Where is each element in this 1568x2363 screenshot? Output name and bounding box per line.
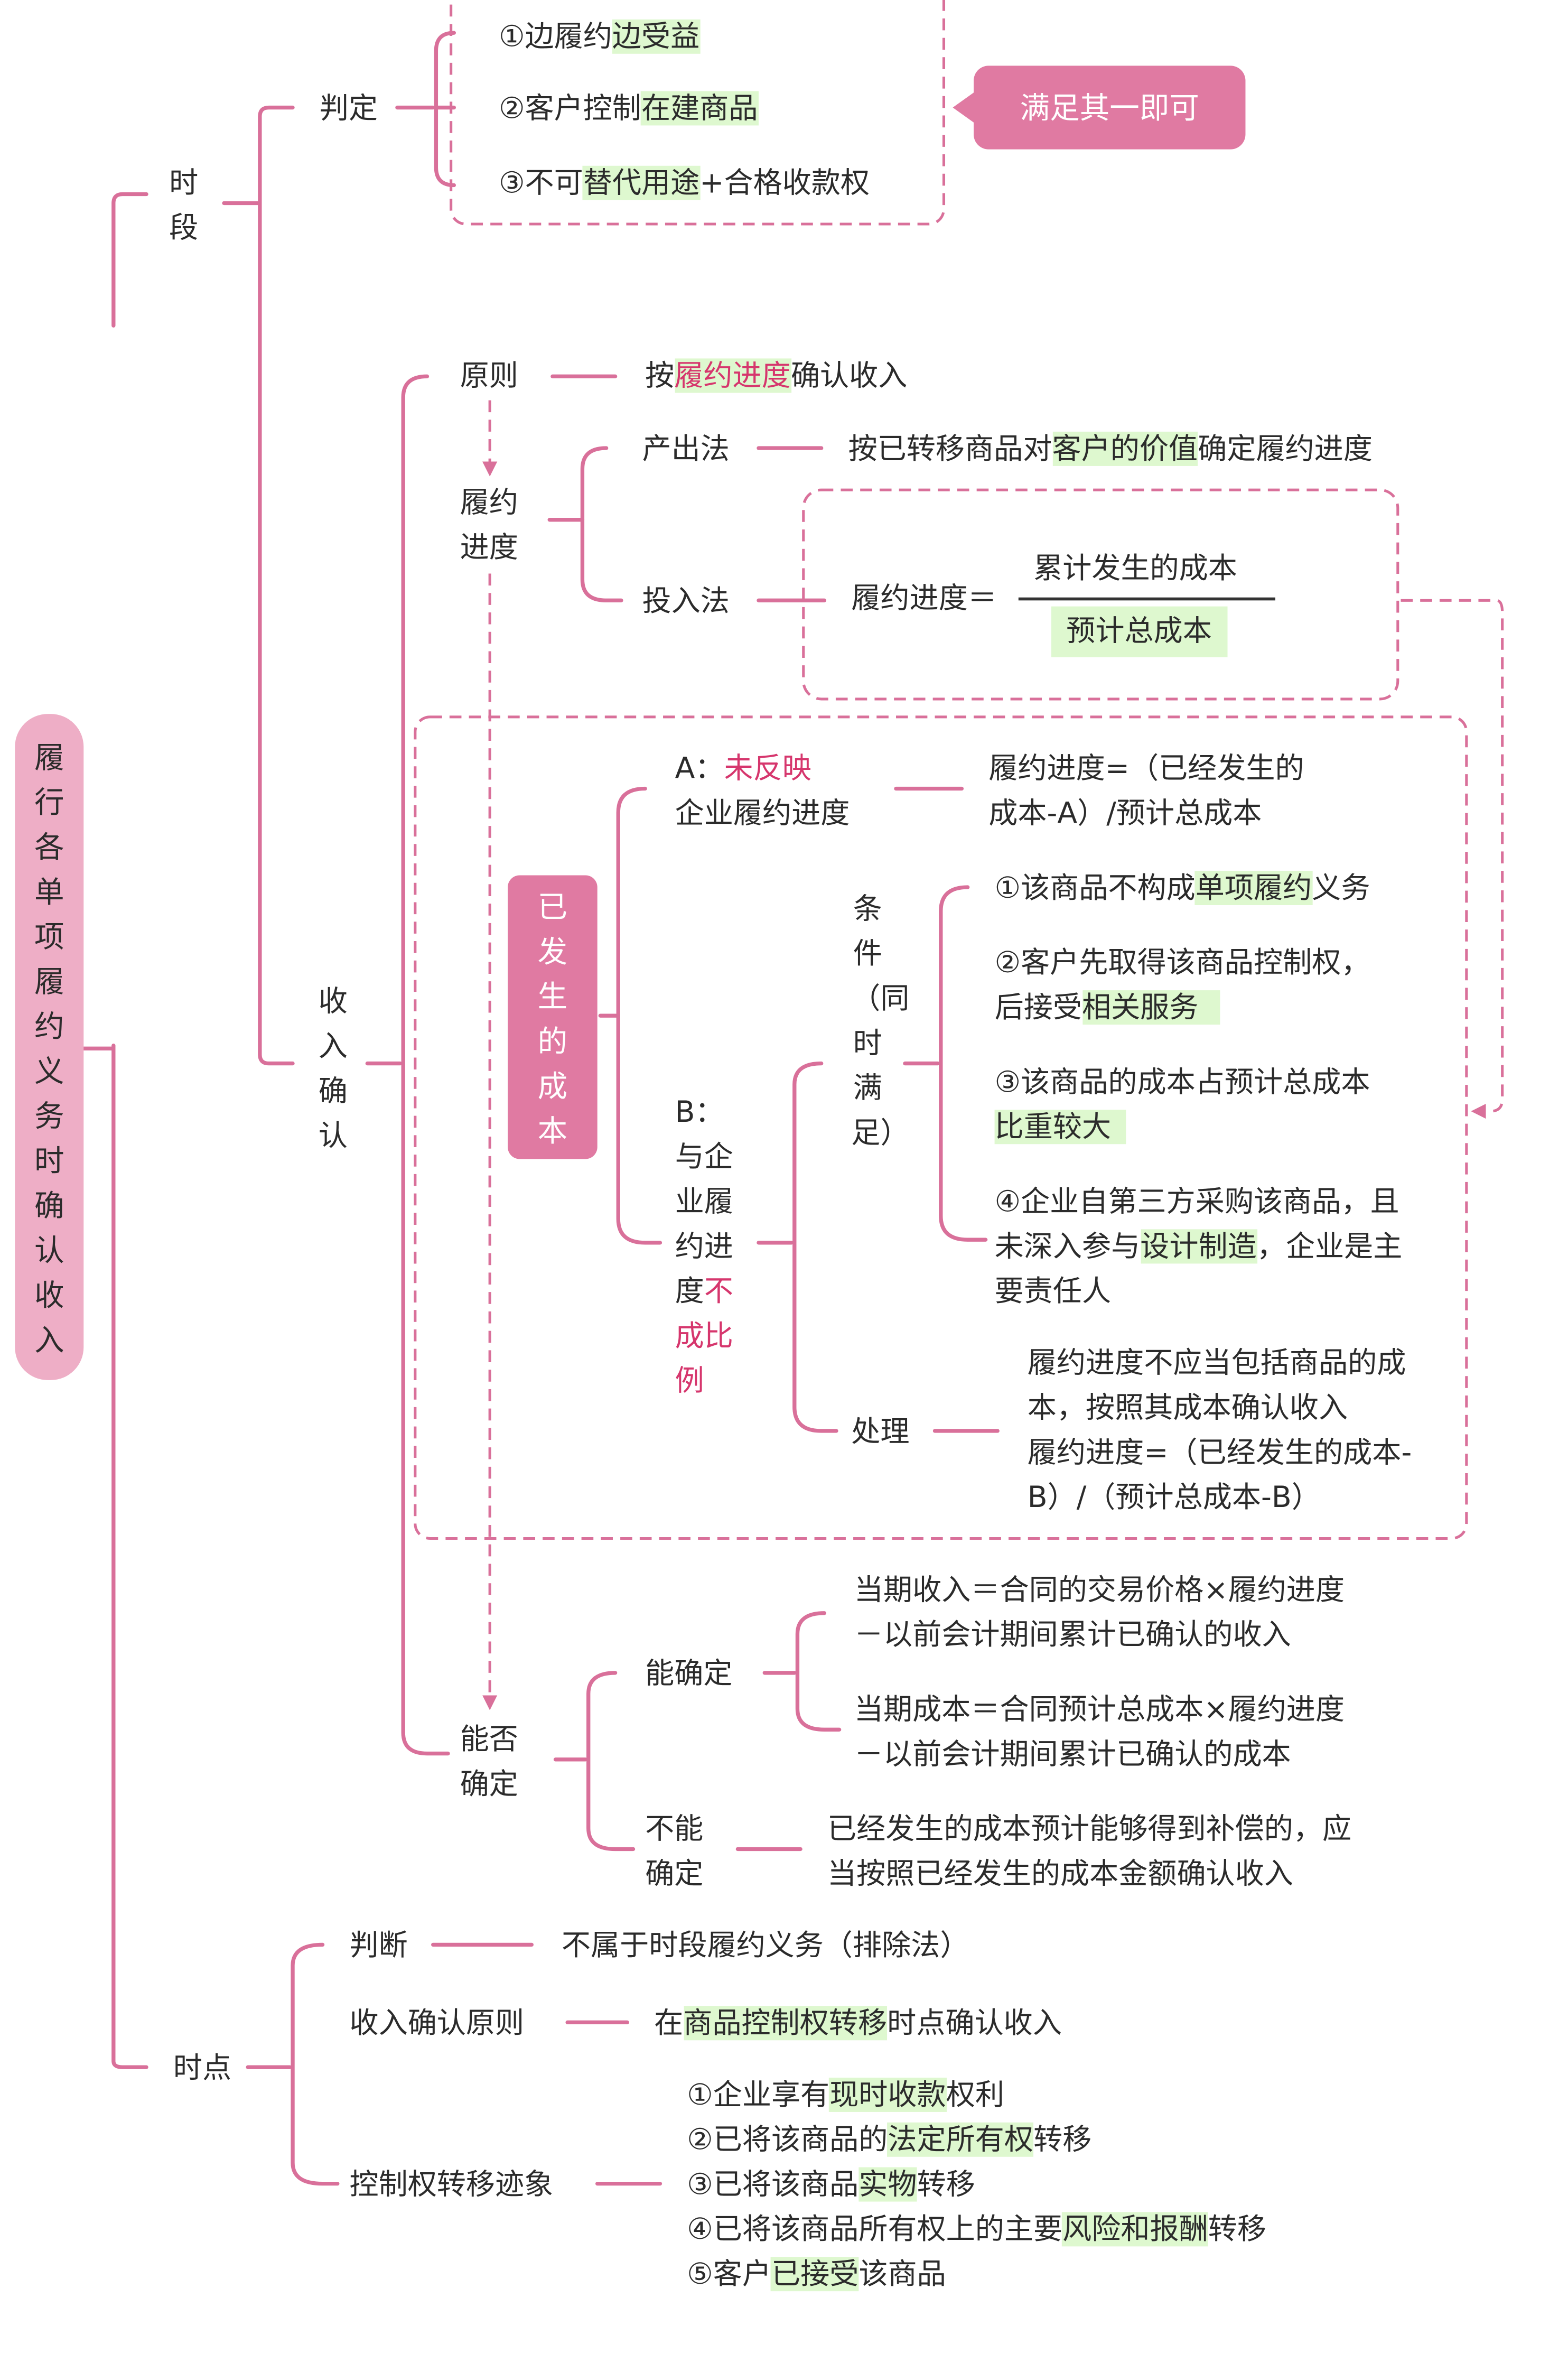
- determinable-label: 能否确定: [460, 1722, 518, 1802]
- b-line3: 业履: [675, 1184, 733, 1219]
- b-line2: 与企: [675, 1139, 733, 1174]
- handling-label: 处理: [851, 1414, 910, 1449]
- condition-label: 条件（同时满足）: [851, 891, 910, 1150]
- revenue-line-1: 当期收入＝合同的交易价格×履约进度: [854, 1573, 1345, 1607]
- condition-item-3-line2: 比重较大: [994, 1105, 1126, 1150]
- incurred-dashed-box: [414, 715, 1468, 1540]
- root-title: 履行各单项履约义务时确认收入: [34, 739, 64, 1358]
- incurred-bracket: [616, 786, 662, 1245]
- progress-label: 履约进度: [460, 485, 518, 565]
- condition-item-4-line1: ④企业自第三方采购该商品，且: [994, 1184, 1399, 1219]
- incurred-pill: 已发生的成本: [508, 875, 598, 1159]
- fraction-bar: [1018, 597, 1276, 600]
- point-principle-label: 收入确认原则: [349, 2006, 525, 2041]
- determ-bracket: [586, 1671, 636, 1852]
- output-label: 产出法: [642, 431, 730, 466]
- judge-item-3: ③不可替代用途+合格收款权: [499, 165, 870, 200]
- b-line4: 约进: [675, 1229, 733, 1264]
- condition-item-4-line3: 要责任人: [994, 1274, 1112, 1309]
- a-result-1: 履约进度=（已经发生的: [988, 751, 1304, 786]
- point-signs-label: 控制权转移迹象: [349, 2167, 554, 2202]
- condition-item-3-line1: ③该商品的成本占预计总成本: [994, 1065, 1370, 1100]
- input-to-incurred-arrow: [1401, 599, 1504, 1119]
- handling-line-1: 履约进度不应当包括商品的成: [1027, 1345, 1406, 1380]
- cost-line-1: 当期成本＝合同预计总成本×履约进度: [854, 1692, 1345, 1727]
- a-line2: 企业履约进度: [675, 796, 850, 831]
- input-label: 投入法: [642, 584, 730, 619]
- principle-text: 按履约进度确认收入: [645, 358, 908, 393]
- point-judge-label: 判断: [349, 1928, 408, 1963]
- period-top-curve: [258, 105, 295, 206]
- a-result-2: 成本-A）/预计总成本: [988, 796, 1262, 831]
- judge-dashed-box: [450, 0, 946, 226]
- b-line6: 成比: [675, 1318, 733, 1353]
- principle-label: 原则: [460, 358, 518, 393]
- condition-item-4-line2: 未深入参与设计制造，企业是主: [994, 1229, 1403, 1264]
- condition-item-2-line2: 后接受相关服务: [995, 986, 1220, 1031]
- judge-label: 判定: [319, 91, 378, 126]
- point-principle-text: 在商品控制权转移时点确认收入: [654, 2006, 1062, 2041]
- b-bracket: [792, 1061, 838, 1433]
- condition-item-2-line1: ②客户先取得该商品控制权，: [994, 945, 1370, 980]
- recognize-label: 收入确认: [318, 984, 348, 1153]
- point-title: 时点: [173, 2051, 232, 2086]
- root-pill: 履行各单项履约义务时确认收入: [15, 714, 84, 1380]
- recog-bracket: [401, 374, 450, 1756]
- judge-item-2: ②客户控制在建商品: [499, 91, 758, 126]
- note-pointer: [953, 92, 974, 123]
- no-line-2: 当按照已经发生的成本金额确认收入: [827, 1856, 1293, 1891]
- output-text: 按已转移商品对客户的价值确定履约进度: [848, 431, 1373, 466]
- point-sign-3: ③已将该商品实物转移: [687, 2167, 975, 2202]
- revenue-line-2: －以前会计期间累计已确认的收入: [854, 1617, 1291, 1652]
- point-sign-5: ⑤客户已接受该商品: [687, 2257, 946, 2292]
- b-line7: 例: [675, 1363, 704, 1398]
- input-dashed-box: [802, 488, 1399, 701]
- root-trunk: [111, 1044, 148, 2069]
- yes-bracket: [795, 1611, 842, 1732]
- point-sign-1: ①企业享有现时收款权利: [687, 2077, 1004, 2112]
- input-formula-left: 履约进度＝: [851, 581, 997, 616]
- judge-note: 满足其一即可: [974, 66, 1246, 150]
- cond-bracket: [939, 885, 988, 1242]
- handling-line-4: B）/（预计总成本-B）: [1027, 1480, 1321, 1515]
- incurred-title: 已发生的成本: [537, 888, 568, 1149]
- handling-line-3: 履约进度=（已经发生的成本-: [1027, 1435, 1412, 1470]
- b-line5: 度不: [675, 1274, 733, 1309]
- handling-line-2: 本，按照其成本确认收入: [1027, 1390, 1348, 1425]
- cost-line-2: －以前会计期间累计已确认的成本: [854, 1737, 1291, 1772]
- input-numerator: 累计发生的成本: [1033, 551, 1237, 586]
- no-label: 不能确定: [645, 1811, 704, 1891]
- point-sign-4: ④已将该商品所有权上的主要风险和报酬转移: [687, 2212, 1267, 2247]
- yes-label: 能确定: [645, 1656, 733, 1691]
- period-bracket: [111, 192, 148, 328]
- period-down-line: [258, 201, 295, 1066]
- point-sign-2: ②已将该商品的法定所有权转移: [687, 2122, 1092, 2157]
- point-bracket: [291, 1942, 340, 2186]
- b-prefix: B：: [675, 1094, 724, 1129]
- condition-item-1: ①该商品不构成单项履约义务: [994, 870, 1370, 905]
- a-label: A：未反映: [675, 751, 811, 786]
- period-title: 时段: [169, 165, 199, 245]
- point-judge-text: 不属于时段履约义务（排除法）: [561, 1928, 969, 1963]
- input-denominator: 预计总成本: [1051, 606, 1227, 657]
- no-line-1: 已经发生的成本预计能够得到补偿的，应: [827, 1811, 1352, 1846]
- judge-item-1: ①边履约边受益: [499, 19, 700, 54]
- progress-bracket: [580, 446, 623, 603]
